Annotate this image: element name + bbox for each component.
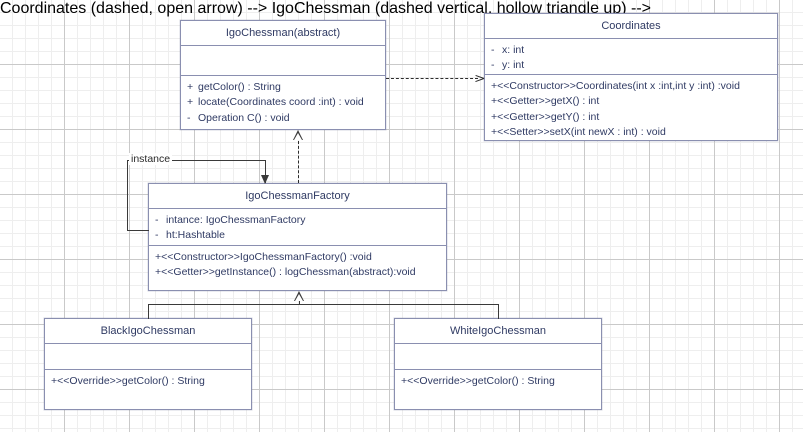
visibility-marker: + bbox=[491, 80, 498, 93]
class-attributes-igochessmanfactory: -intance: IgoChessmanFactory -ht:Hashtab… bbox=[149, 209, 446, 247]
class-operations-igochessman: + getColor() : String + locate(Coordinates… bbox=[181, 76, 385, 130]
operation-text: <<Getter>>getInstance() : logChessman(ab… bbox=[161, 266, 416, 279]
association-segment-top-horizontal bbox=[127, 160, 266, 161]
class-title-whiteigochessman: WhiteIgoChessman bbox=[395, 319, 601, 345]
visibility-marker: + bbox=[187, 81, 194, 94]
generalization-arrowhead-factory-inner bbox=[295, 293, 303, 301]
class-attributes-igochessman bbox=[181, 46, 385, 77]
class-attributes-blackigochessman bbox=[45, 344, 251, 371]
operation-row: -Operation C() : void bbox=[187, 111, 379, 126]
operation-row: +<<Getter>>getX() : int bbox=[491, 94, 771, 109]
operation-text: <<Getter>>getY() : int bbox=[497, 110, 600, 123]
class-attributes-coordinates: -x: int -y: int bbox=[485, 39, 777, 76]
operation-row: +<<Constructor>>Coordinates(int x :int,i… bbox=[491, 79, 771, 94]
class-box-whiteigochessman[interactable]: WhiteIgoChessman +<<Override>>getColor()… bbox=[394, 318, 602, 410]
generalization-branch-black bbox=[148, 304, 149, 319]
operation-text: Operation C() : void bbox=[198, 111, 290, 124]
attribute-text: ht:Hashtable bbox=[166, 229, 225, 242]
attribute-text: y: int bbox=[502, 59, 525, 72]
visibility-marker: + bbox=[187, 96, 194, 109]
operation-row: + getColor() : String bbox=[187, 80, 379, 95]
visibility-marker: - bbox=[491, 44, 495, 57]
class-operations-coordinates: +<<Constructor>>Coordinates(int x :int,i… bbox=[485, 75, 777, 144]
attribute-row: -intance: IgoChessmanFactory bbox=[155, 213, 440, 228]
operation-text: getColor() : String bbox=[198, 81, 281, 94]
association-segment-left-vertical bbox=[127, 160, 128, 230]
attribute-row: -x: int bbox=[491, 43, 771, 58]
generalization-branch-white bbox=[498, 304, 499, 319]
visibility-marker: + bbox=[155, 266, 162, 279]
realization-arrowhead-chessman-inner bbox=[294, 132, 302, 140]
operation-row: +<<Getter>>getInstance() : logChessman(a… bbox=[155, 265, 440, 280]
operation-text: <<Getter>>getX() : int bbox=[497, 95, 600, 108]
operation-row: +<<Constructor>>IgoChessmanFactory() :vo… bbox=[155, 250, 440, 265]
association-segment-right-vertical bbox=[265, 160, 266, 183]
class-box-igochessmanfactory[interactable]: IgoChessmanFactory -intance: IgoChessman… bbox=[148, 183, 447, 291]
class-title-igochessmanfactory: IgoChessmanFactory bbox=[149, 184, 446, 210]
operation-text: <<Override>>getColor() : String bbox=[57, 375, 205, 388]
class-operations-blackigochessman: +<<Override>>getColor() : String bbox=[45, 370, 251, 393]
operation-row: + locate(Coordinates coord :int) : void bbox=[187, 95, 379, 110]
attribute-text: intance: IgoChessmanFactory bbox=[166, 214, 306, 227]
visibility-marker: + bbox=[491, 110, 498, 123]
association-arrowhead-factory bbox=[261, 175, 269, 184]
attribute-row: -ht:Hashtable bbox=[155, 228, 440, 243]
realization-edge-factory-to-chessman bbox=[298, 141, 299, 183]
visibility-marker: - bbox=[187, 111, 191, 124]
class-title-blackigochessman: BlackIgoChessman bbox=[45, 319, 251, 345]
visibility-marker: - bbox=[155, 214, 159, 227]
class-box-igochessman[interactable]: IgoChessman(abstract) + getColor() : Stri… bbox=[180, 20, 386, 130]
visibility-marker: + bbox=[491, 125, 498, 138]
class-operations-igochessmanfactory: +<<Constructor>>IgoChessmanFactory() :vo… bbox=[149, 246, 446, 284]
operation-text: <<Constructor>>IgoChessmanFactory() :voi… bbox=[161, 251, 372, 264]
class-operations-whiteigochessman: +<<Override>>getColor() : String bbox=[395, 370, 601, 393]
attribute-text: x: int bbox=[502, 44, 525, 57]
operation-row: +<<Getter>>getY() : int bbox=[491, 110, 771, 125]
operation-text: <<Setter>>setX(int newX : int) : void bbox=[497, 125, 666, 138]
operation-text: <<Constructor>>Coordinates(int x :int,in… bbox=[497, 80, 740, 93]
operation-row: +<<Override>>getColor() : String bbox=[401, 374, 595, 389]
dependency-edge-chessman-to-coordinates bbox=[386, 78, 478, 79]
visibility-marker: + bbox=[155, 251, 162, 264]
generalization-bus-horizontal bbox=[148, 304, 499, 305]
visibility-marker: + bbox=[491, 95, 498, 108]
association-segment-bottom-horizontal bbox=[127, 230, 149, 231]
class-title-coordinates: Coordinates bbox=[485, 14, 777, 40]
attribute-row: -y: int bbox=[491, 58, 771, 73]
class-box-coordinates[interactable]: Coordinates -x: int -y: int +<<Construct… bbox=[484, 13, 778, 141]
operation-row: +<<Setter>>setX(int newX : int) : void bbox=[491, 125, 771, 140]
association-label-instance: instance bbox=[129, 153, 173, 165]
visibility-marker: + bbox=[51, 375, 58, 388]
class-title-igochessman: IgoChessman(abstract) bbox=[181, 21, 385, 47]
visibility-marker: - bbox=[155, 229, 159, 242]
visibility-marker: - bbox=[491, 59, 495, 72]
operation-text: locate(Coordinates coord :int) : void bbox=[198, 96, 364, 109]
visibility-marker: + bbox=[401, 375, 408, 388]
class-attributes-whiteigochessman bbox=[395, 344, 601, 371]
class-box-blackigochessman[interactable]: BlackIgoChessman +<<Override>>getColor()… bbox=[44, 318, 252, 410]
operation-text: <<Override>>getColor() : String bbox=[407, 375, 555, 388]
operation-row: +<<Override>>getColor() : String bbox=[51, 374, 245, 389]
